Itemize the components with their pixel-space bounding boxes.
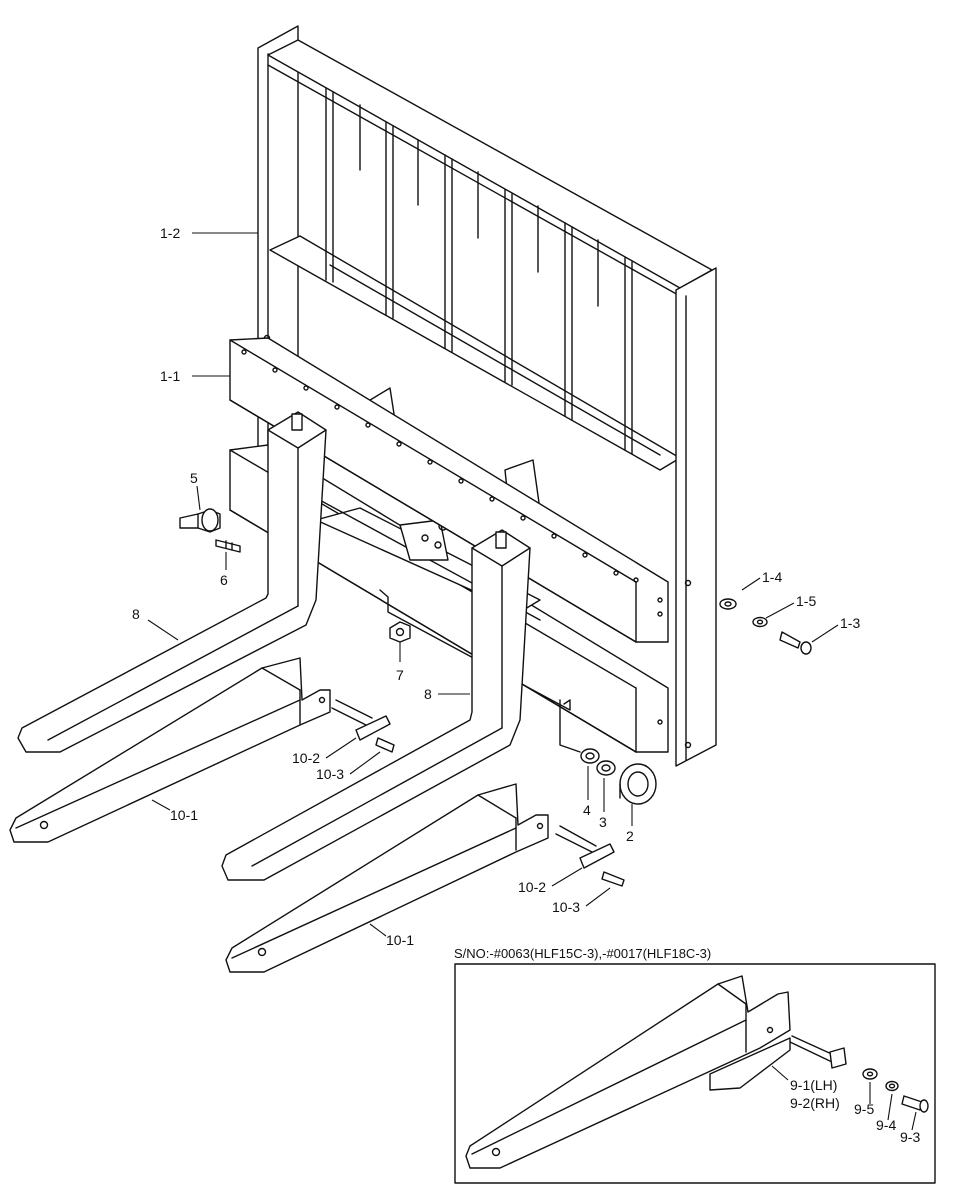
callout-2: 2 bbox=[626, 828, 634, 844]
fork-right bbox=[221, 529, 531, 881]
pin-set-right bbox=[555, 825, 625, 887]
backrest-ribs bbox=[325, 87, 633, 455]
inset-leader-lines bbox=[771, 1065, 917, 1131]
inset-panel: S/NO:-#0063(HLF15C-3),-#0017(HLF18C-3) bbox=[454, 946, 936, 1184]
callout-6: 6 bbox=[220, 572, 228, 588]
leader-lines bbox=[147, 232, 839, 937]
callout-9-4: 9-4 bbox=[876, 1117, 896, 1133]
roller-washer-set bbox=[580, 748, 657, 805]
callout-1-4: 1-4 bbox=[762, 569, 782, 585]
part-6-bolt bbox=[215, 539, 241, 553]
inset-pin-set bbox=[789, 1035, 929, 1113]
washer-bolt-set-right bbox=[719, 598, 812, 655]
callout-10-2-left: 10-2 bbox=[292, 750, 320, 766]
callout-labels: 1-2 1-1 1-4 1-5 1-3 5 6 7 8 8 10-2 10-3 … bbox=[132, 225, 860, 948]
callout-3: 3 bbox=[599, 814, 607, 830]
fork-carriage bbox=[229, 337, 669, 753]
callout-9-1: 9-1(LH) bbox=[790, 1077, 837, 1093]
callout-8-left: 8 bbox=[132, 606, 140, 622]
callout-10-1-right: 10-1 bbox=[386, 932, 414, 948]
callout-5: 5 bbox=[190, 470, 198, 486]
callout-9-2: 9-2(RH) bbox=[790, 1095, 840, 1111]
inset-title: S/NO:-#0063(HLF15C-3),-#0017(HLF18C-3) bbox=[454, 946, 711, 961]
callout-8-right: 8 bbox=[424, 686, 432, 702]
fork-left bbox=[17, 411, 327, 753]
callout-10-3-left: 10-3 bbox=[316, 766, 344, 782]
callout-10-1-left: 10-1 bbox=[170, 807, 198, 823]
callout-1-3: 1-3 bbox=[840, 615, 860, 631]
callout-10-3-right: 10-3 bbox=[552, 899, 580, 915]
callout-4: 4 bbox=[583, 802, 591, 818]
fork-extension-left bbox=[9, 657, 331, 843]
callout-1-5: 1-5 bbox=[796, 593, 816, 609]
callout-1-2: 1-2 bbox=[160, 225, 180, 241]
part-5-bushing bbox=[179, 508, 221, 533]
callout-7: 7 bbox=[396, 667, 404, 683]
callout-9-5: 9-5 bbox=[854, 1101, 874, 1117]
fork-bar-notches bbox=[241, 349, 639, 583]
part-7-nut bbox=[389, 621, 411, 643]
inset-fork-extension bbox=[465, 975, 791, 1169]
pin-set-left bbox=[331, 699, 395, 753]
callout-10-2-right: 10-2 bbox=[518, 879, 546, 895]
callout-1-1: 1-1 bbox=[160, 368, 180, 384]
backrest-frame bbox=[257, 25, 717, 767]
fork-extension-right bbox=[225, 783, 549, 973]
callout-9-3: 9-3 bbox=[900, 1129, 920, 1145]
